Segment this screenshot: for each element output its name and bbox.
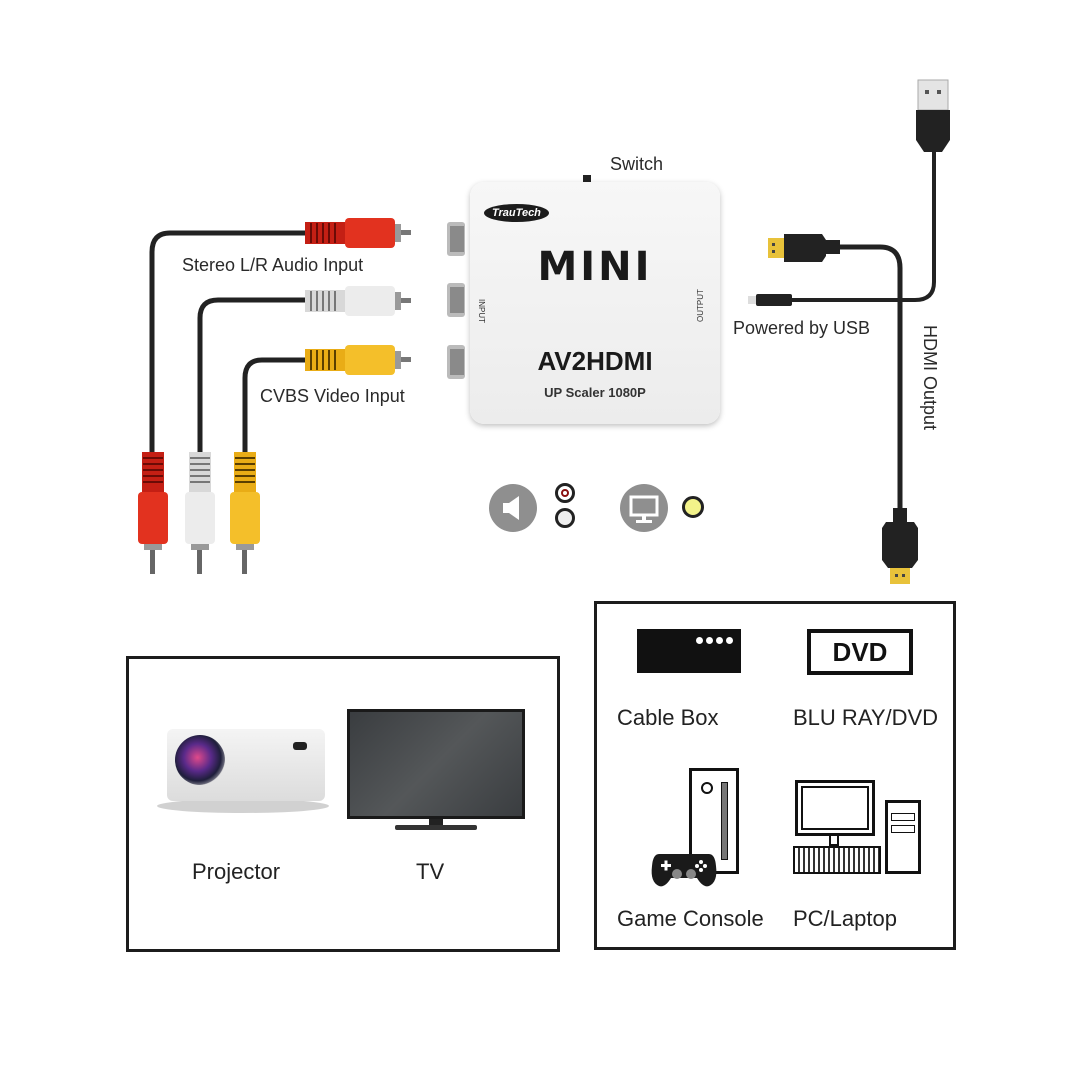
yellow-rca-cable — [242, 357, 310, 460]
switch-nub[interactable] — [583, 175, 591, 182]
game-console-label: Game Console — [617, 906, 764, 931]
white-rca-cable — [197, 297, 310, 460]
dc-barrel-plug — [748, 294, 792, 306]
speaker-icon — [489, 484, 537, 532]
pc-laptop-icon — [793, 780, 933, 880]
bluray-dvd-label: BLU RAY/DVD — [793, 705, 939, 730]
dvd-icon: DVD — [807, 629, 913, 675]
hdmi-cable — [840, 244, 903, 520]
red-connector-dot — [555, 483, 575, 503]
yellow-rca-plug-top — [305, 345, 411, 375]
input-side-label: INPUT — [477, 299, 486, 323]
video-input-label: CVBS Video Input — [260, 386, 405, 406]
white-rca-plug-top — [305, 286, 411, 316]
power-label: Powered by USB — [733, 318, 871, 338]
white-rca-plug-bottom — [185, 452, 215, 574]
red-rca-plug-top — [305, 218, 411, 248]
cable-box-icon — [637, 629, 741, 673]
yellow-connector-dot — [682, 496, 704, 518]
audio-input-label: Stereo L/R Audio Input — [182, 255, 364, 275]
red-rca-plug-bottom — [138, 452, 168, 574]
monitor-icon — [620, 484, 668, 532]
tv-image — [347, 709, 527, 831]
yellow-rca-plug-bottom — [230, 452, 260, 574]
projector-label: Projector — [192, 859, 281, 884]
output-devices-panel: Projector TV — [126, 656, 560, 952]
usb-power-cable — [790, 150, 936, 302]
white-connector-dot — [555, 508, 575, 528]
brand-logo: TrauTech — [484, 204, 549, 222]
output-side-label: OUTPUT — [696, 289, 705, 322]
projector-image — [157, 729, 329, 813]
source-devices-panel: Cable Box DVD BLU RAY/DVD Game Console P… — [594, 601, 956, 950]
hdmi-output-label: HDMI Output — [920, 325, 940, 431]
hdmi-plug-bottom — [882, 508, 918, 584]
subtitle-text: UP Scaler 1080P — [544, 385, 646, 400]
red-rca-cable — [149, 230, 310, 460]
model-mini-text: MINI — [537, 244, 653, 290]
converter-box: TrauTech MINI AV2HDMI UP Scaler 1080P IN… — [470, 182, 720, 424]
usb-a-plug — [916, 79, 950, 152]
switch-label: Switch — [610, 154, 664, 174]
tv-label: TV — [416, 859, 445, 884]
input-jacks — [447, 222, 465, 379]
model-name-text: AV2HDMI — [537, 346, 653, 376]
pc-laptop-label: PC/Laptop — [793, 906, 897, 931]
cable-box-label: Cable Box — [617, 705, 719, 730]
hdmi-plug-top — [768, 234, 840, 262]
game-console-icon — [637, 768, 747, 898]
